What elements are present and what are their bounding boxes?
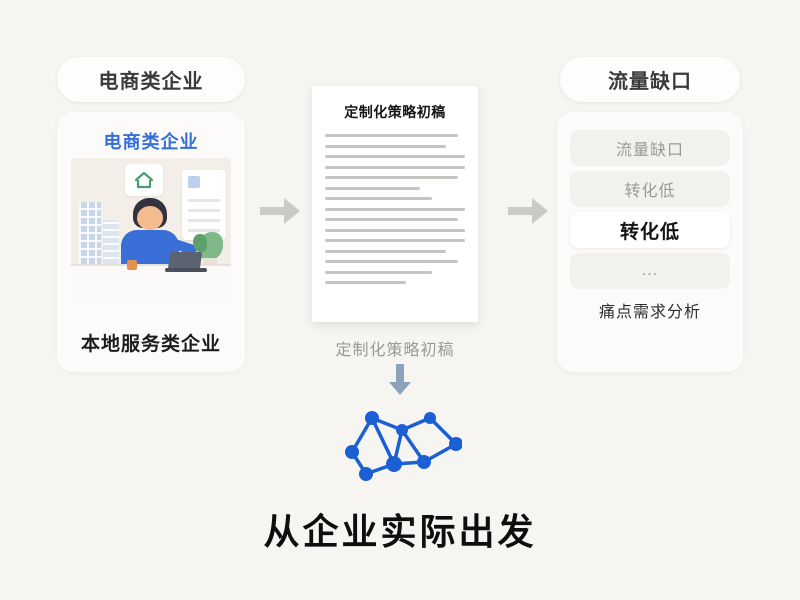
building-illustration bbox=[79, 202, 101, 266]
house-icon bbox=[134, 171, 154, 189]
pain-points-caption: 痛点需求分析 bbox=[598, 304, 701, 321]
enterprise-card-title: 电商类企业 bbox=[103, 132, 199, 152]
pain-point-item-ellipsis: ... bbox=[570, 253, 730, 289]
right-arrow-icon bbox=[260, 198, 300, 224]
enterprise-card-caption: 本地服务类企业 bbox=[80, 334, 221, 355]
left-pill-label: 电商类企业 bbox=[98, 71, 204, 93]
pain-point-item: 流量缺口 bbox=[570, 130, 730, 166]
enterprise-card: 电商类企业 本地服务类企业 bbox=[57, 112, 245, 372]
right-pill-label: 流量缺口 bbox=[608, 71, 692, 93]
pain-points-card: 流量缺口 转化低 转化低 ... 痛点需求分析 bbox=[557, 112, 743, 372]
right-category-pill: 流量缺口 bbox=[560, 57, 740, 102]
pain-point-item: 转化低 bbox=[570, 171, 730, 207]
strategy-document: 定制化策略初稿 bbox=[312, 86, 478, 322]
right-arrow-icon bbox=[508, 198, 548, 224]
left-category-pill: 电商类企业 bbox=[57, 57, 245, 102]
down-arrow-icon bbox=[389, 364, 411, 395]
mug-illustration bbox=[127, 260, 137, 270]
desk-illustration bbox=[71, 264, 231, 300]
document-title: 定制化策略初稿 bbox=[344, 104, 446, 120]
headline: 从企业实际出发 bbox=[263, 511, 537, 552]
office-worker-illustration bbox=[71, 158, 231, 300]
plant-illustration bbox=[193, 234, 207, 252]
building-illustration bbox=[103, 220, 119, 266]
network-graph-icon bbox=[345, 411, 462, 481]
document-caption: 定制化策略初稿 bbox=[335, 342, 455, 359]
house-picture-frame bbox=[125, 164, 163, 196]
document-text-lines bbox=[312, 134, 478, 284]
laptop-base bbox=[165, 268, 207, 272]
person-head bbox=[137, 206, 163, 230]
pain-point-item-highlighted: 转化低 bbox=[570, 212, 730, 248]
bulletin-board-illustration bbox=[182, 170, 226, 240]
